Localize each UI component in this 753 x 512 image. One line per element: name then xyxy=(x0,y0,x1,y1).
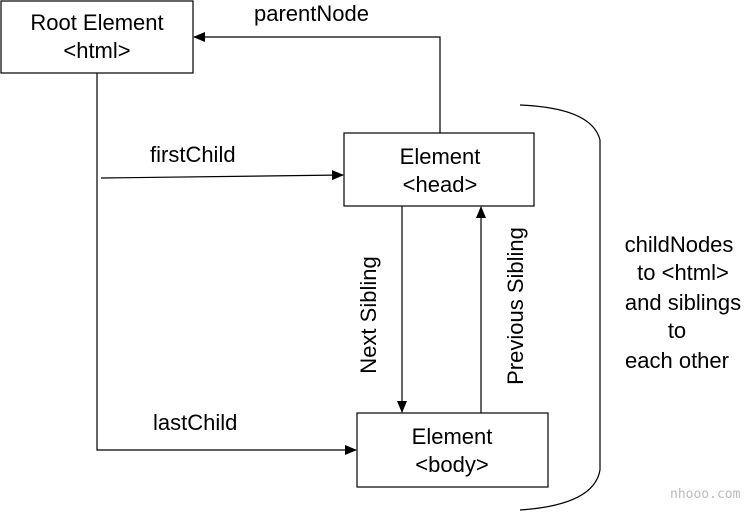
previous-sibling-label: Previous Sibling xyxy=(503,227,528,385)
last-child-arrow xyxy=(96,73,357,455)
annotation-line: childNodes xyxy=(625,232,734,257)
annotation-line: to xyxy=(668,318,686,343)
head-label: Element xyxy=(400,144,481,169)
last-child-label: lastChild xyxy=(153,410,237,435)
children-bracket xyxy=(519,104,601,511)
child-nodes-annotation: childNodes to <html> and siblings to eac… xyxy=(625,232,742,373)
annotation-line: to <html> xyxy=(637,260,729,285)
next-sibling-label: Next Sibling xyxy=(356,256,381,373)
root-element-node: Root Element <html> xyxy=(0,0,194,74)
first-child-label: firstChild xyxy=(150,142,236,167)
root-tag: <html> xyxy=(63,38,130,63)
parent-node-label: parentNode xyxy=(254,1,369,26)
head-tag: <head> xyxy=(403,172,478,197)
annotation-line: and siblings xyxy=(625,290,741,315)
first-child-arrow xyxy=(100,170,344,181)
watermark: nhooo.com xyxy=(670,487,741,502)
root-label: Root Element xyxy=(30,10,163,35)
body-tag: <body> xyxy=(415,452,488,477)
annotation-line: each other xyxy=(625,348,729,373)
parent-node-arrow xyxy=(193,32,441,133)
body-element-node: Element <body> xyxy=(356,412,549,488)
body-label: Element xyxy=(412,424,493,449)
head-element-node: Element <head> xyxy=(343,132,535,207)
